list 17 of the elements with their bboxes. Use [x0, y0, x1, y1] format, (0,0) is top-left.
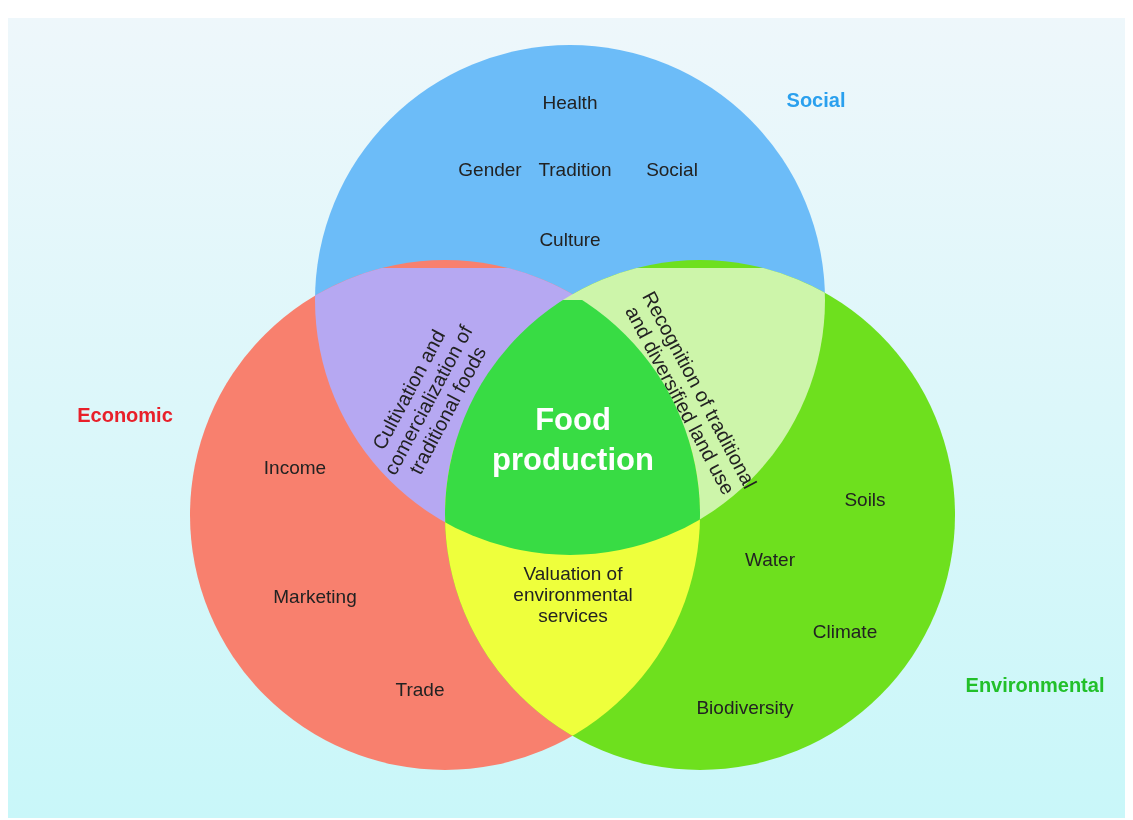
topic-label: Tradition	[538, 159, 612, 181]
overlap-label: Valuation of environmental services	[512, 563, 634, 627]
center-label: Food production	[491, 401, 654, 479]
topic-label: Social	[646, 159, 698, 181]
category-heading: Environmental	[965, 674, 1105, 696]
topic-label: Gender	[458, 159, 522, 181]
category-heading: Social	[786, 89, 846, 111]
topic-label: Water	[745, 549, 795, 571]
topic-label: Income	[263, 457, 327, 479]
topic-label: Biodiversity	[696, 697, 794, 719]
category-heading: Economic	[77, 404, 173, 426]
topic-label: Soils	[844, 489, 886, 511]
topic-label: Culture	[539, 229, 601, 251]
topic-label: Trade	[395, 679, 445, 701]
topic-label: Marketing	[273, 586, 357, 608]
topic-label: Health	[542, 92, 598, 114]
topic-label: Climate	[812, 621, 878, 643]
